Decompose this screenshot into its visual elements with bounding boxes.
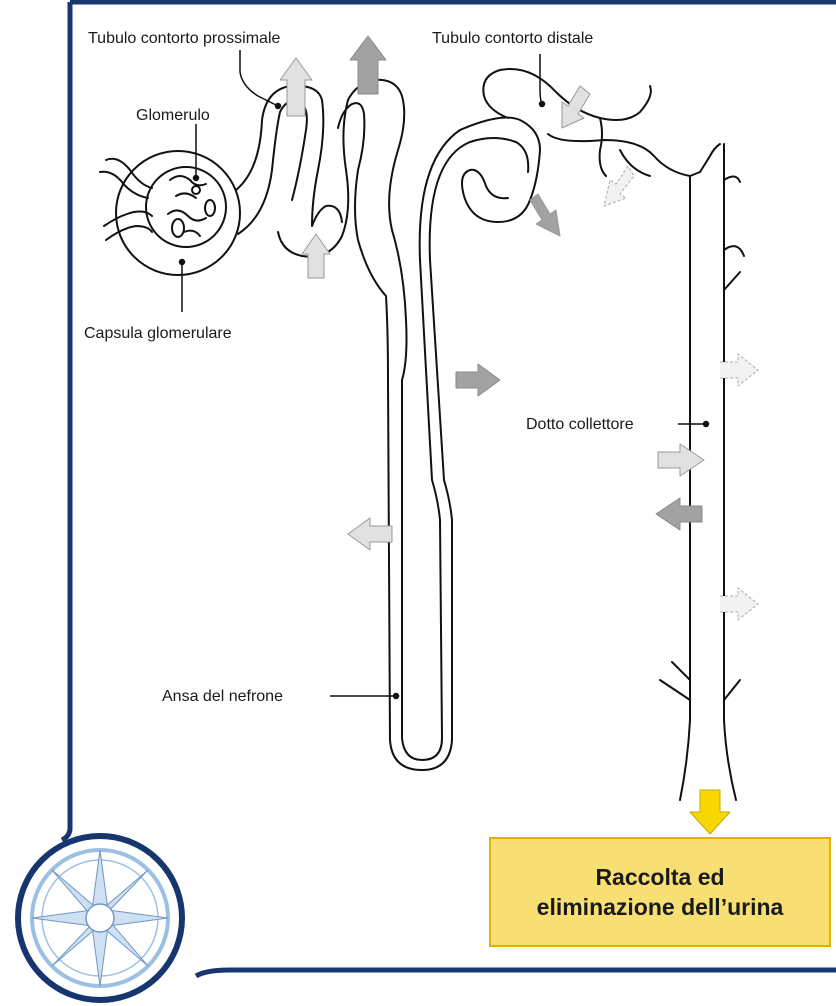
result-box-text: Raccolta ed eliminazione dell’urina bbox=[490, 838, 830, 946]
arrow-down-yellow bbox=[690, 790, 730, 834]
arteriole-lower bbox=[104, 212, 152, 241]
arrow-right-light-dashed-1 bbox=[720, 354, 758, 386]
transport-arrows bbox=[280, 36, 758, 834]
collecting-duct bbox=[660, 144, 744, 800]
arrow-right-mid bbox=[658, 444, 704, 476]
label-collecting-duct: Dotto collettore bbox=[526, 416, 634, 433]
arrow-right-light-dashed-2 bbox=[720, 588, 758, 620]
label-glomerulus: Glomerulo bbox=[136, 107, 210, 124]
label-proximal-tubule: Tubulo contorto prossimale bbox=[88, 30, 280, 47]
loop-of-henle bbox=[388, 130, 516, 770]
label-loop: Ansa del nefrone bbox=[162, 688, 283, 705]
arrow-diag-dark bbox=[530, 194, 560, 236]
label-distal-tubule: Tubulo contorto distale bbox=[432, 30, 593, 47]
arrow-left-dark bbox=[656, 498, 702, 530]
compass-rose-icon bbox=[18, 836, 182, 1000]
result-line-2: eliminazione dell’urina bbox=[537, 892, 784, 922]
arrow-left-light bbox=[348, 518, 392, 550]
arrow-diag-light-2 bbox=[604, 166, 634, 206]
arrow-up-dark-1 bbox=[350, 36, 386, 94]
glomerulus-tuft bbox=[168, 176, 206, 236]
arrow-right-dark bbox=[456, 364, 500, 396]
proximal-tubule bbox=[236, 80, 406, 380]
arrow-diag-light bbox=[562, 86, 590, 128]
result-line-1: Raccolta ed bbox=[595, 862, 724, 892]
frame-border bbox=[62, 2, 836, 976]
label-capsule: Capsula glomerulare bbox=[84, 325, 232, 342]
glomerular-capsule bbox=[116, 151, 240, 275]
